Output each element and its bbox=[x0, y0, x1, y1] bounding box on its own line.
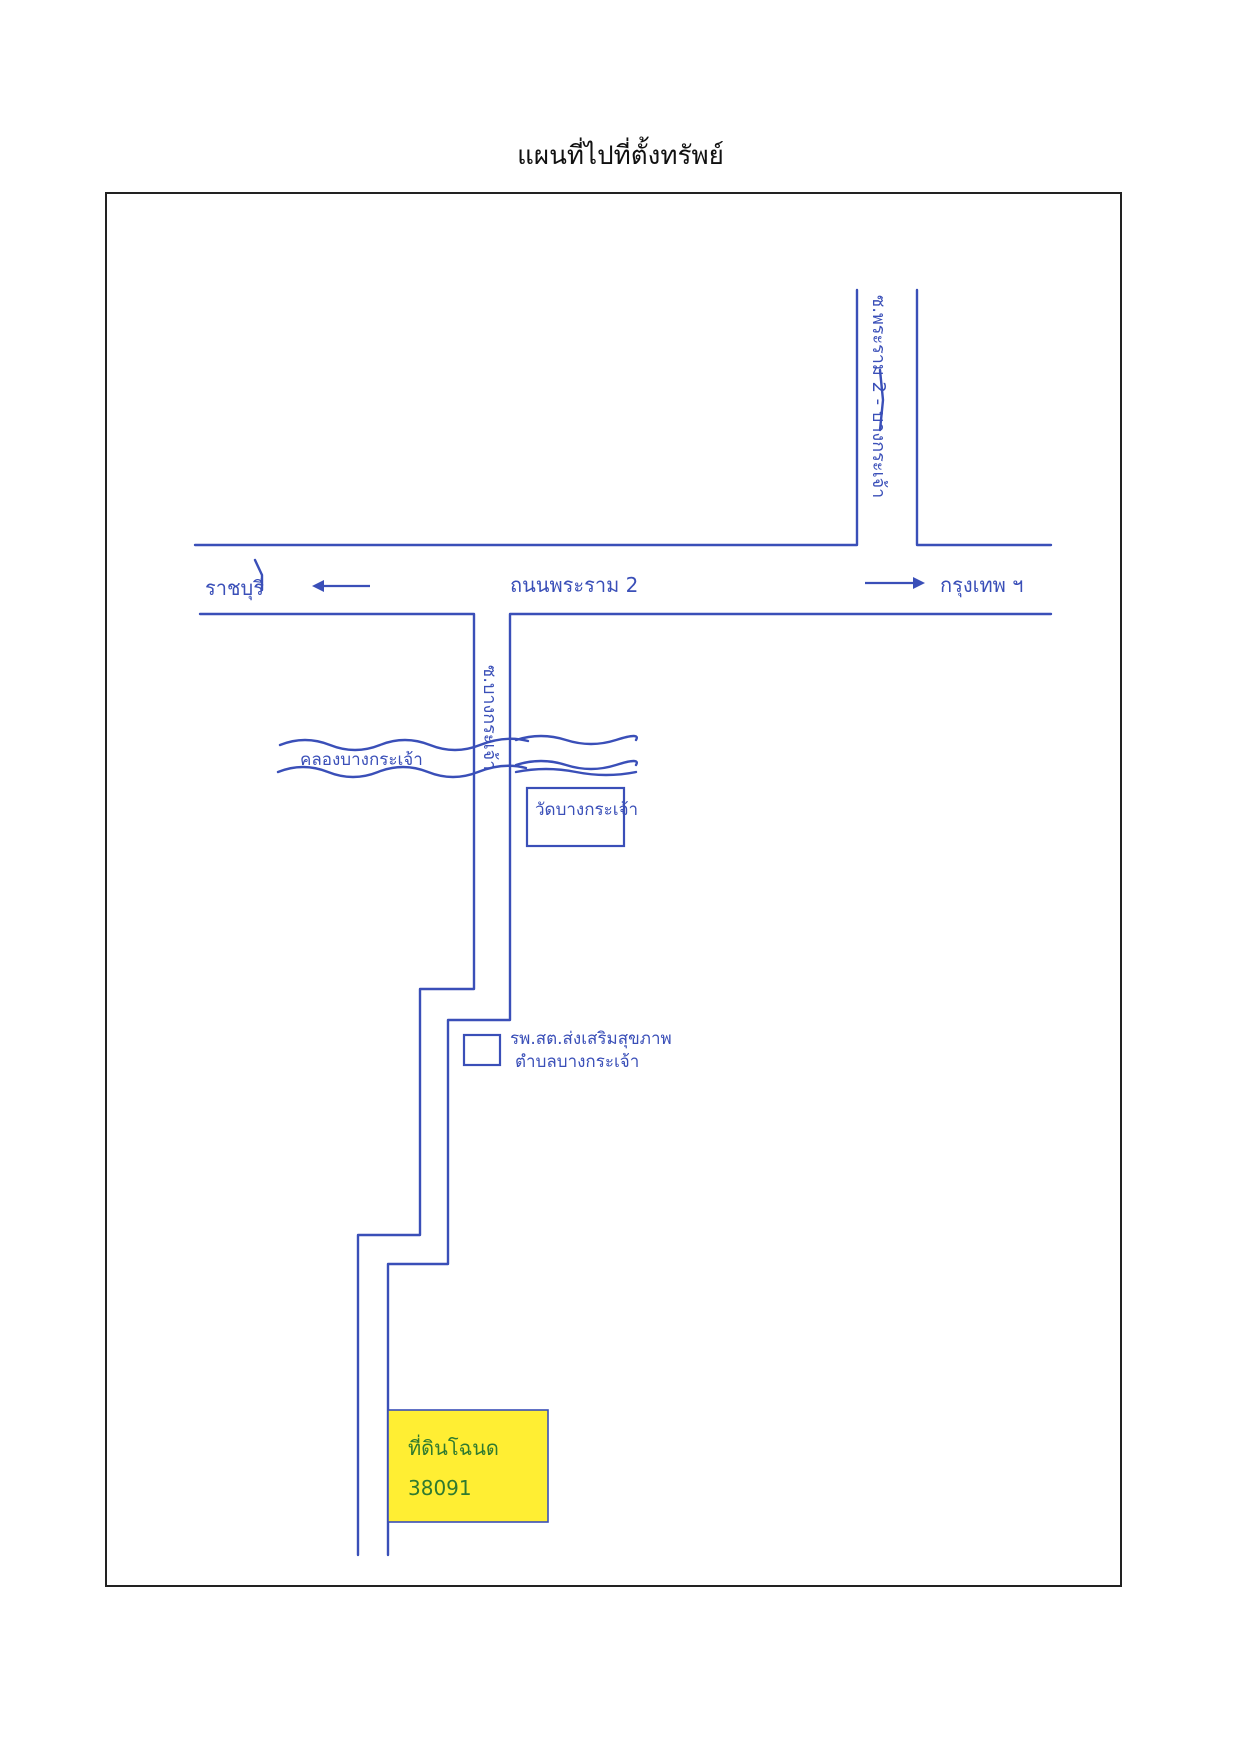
label-health-line1: รพ.สต.ส่งเสริมสุขภาพ bbox=[510, 1029, 672, 1049]
main-road-south-east-edge bbox=[386, 612, 1053, 1557]
canal-wave-3 bbox=[514, 734, 638, 746]
north-soi-curve bbox=[878, 368, 885, 432]
label-health-line2: ตำบลบางกระเจ้า bbox=[515, 1052, 639, 1072]
page-title: แผนที่ไปที่ตั้งทรัพย์ bbox=[517, 141, 724, 171]
main-road-south-west-edge bbox=[198, 612, 476, 1557]
label-soi-south: ซ.บางกระเจ้า bbox=[479, 665, 500, 770]
health-center-box bbox=[462, 1033, 502, 1067]
label-dir-west: ราชบุรี bbox=[205, 576, 264, 601]
canal-wave-5 bbox=[514, 767, 638, 777]
label-temple: วัดบางกระเจ้า bbox=[535, 800, 638, 820]
map-frame bbox=[105, 192, 1122, 1587]
arrow-east-icon bbox=[865, 577, 925, 589]
canal-wave-1 bbox=[278, 737, 530, 752]
label-canal: คลองบางกระเจ้า bbox=[300, 750, 423, 770]
canal-wave-4 bbox=[514, 759, 638, 771]
west-label-hook bbox=[253, 558, 264, 592]
label-property-line2: 38091 bbox=[408, 1476, 472, 1500]
north-soi-east-edge bbox=[915, 288, 1053, 547]
temple-box bbox=[525, 786, 626, 848]
arrow-west-icon bbox=[312, 580, 370, 592]
label-property-line1: ที่ดินโฉนด bbox=[408, 1434, 499, 1460]
canal-wave-2 bbox=[276, 764, 528, 779]
label-main-road: ถนนพระราม 2 bbox=[510, 573, 638, 597]
main-road-north-edge bbox=[193, 288, 859, 547]
property-highlight bbox=[387, 1409, 549, 1523]
label-soi-north: ซ.พระราม 2 - บางกระเจ้า bbox=[868, 295, 889, 498]
label-dir-east: กรุงเทพ ฯ bbox=[940, 573, 1023, 598]
